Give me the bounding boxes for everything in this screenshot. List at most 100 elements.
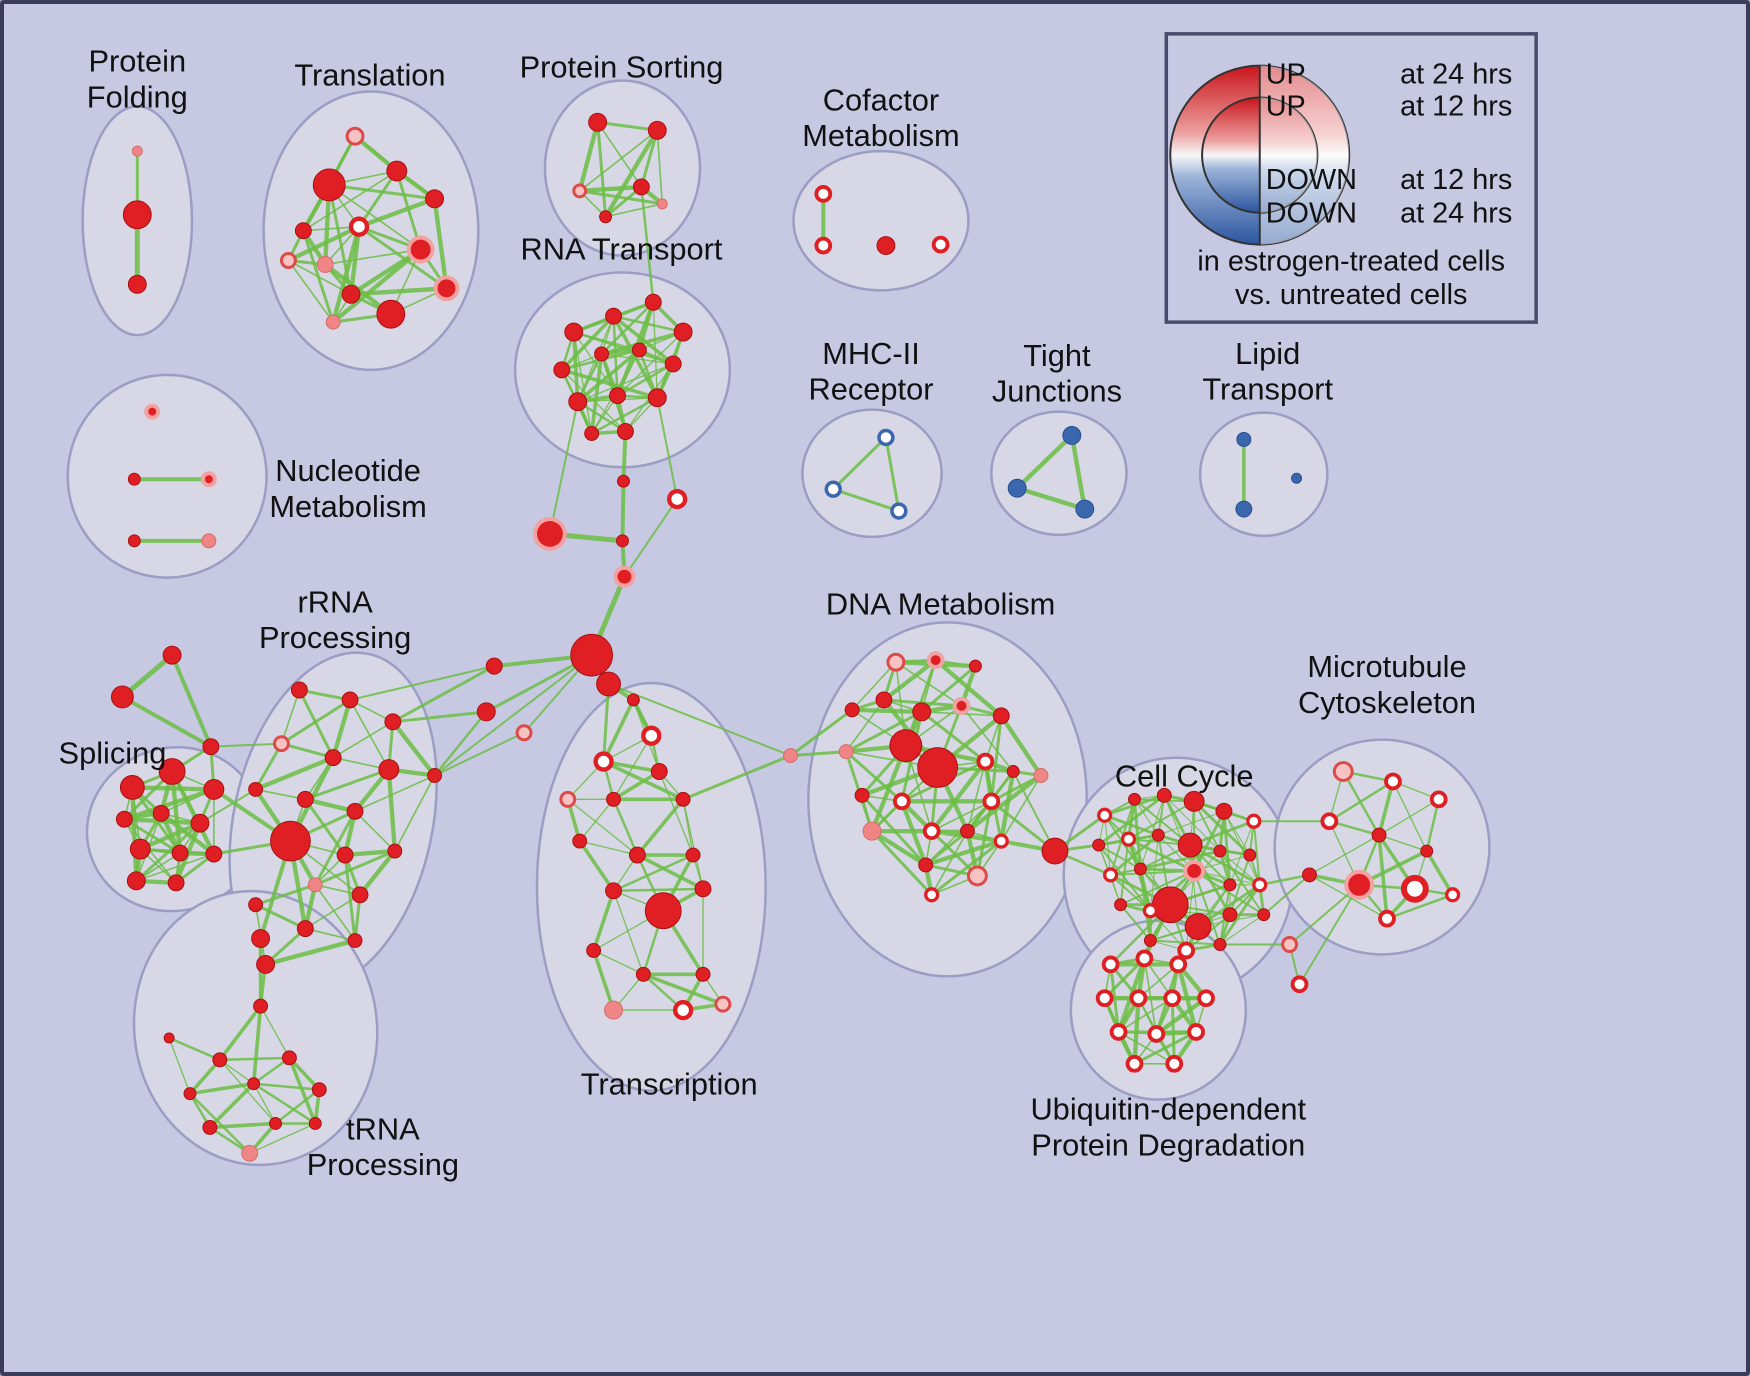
gene-node-r — [427, 768, 443, 783]
cluster-rna-transport-label: RNA Transport — [520, 232, 722, 267]
network-edge — [1097, 793, 1166, 847]
cluster-dna-metabolism-label: DNA Metabolism — [826, 586, 1055, 621]
network-edge — [591, 889, 616, 953]
gene-node-rr — [667, 488, 688, 510]
gene-node-r — [875, 691, 893, 709]
gene-node-r — [163, 1032, 175, 1044]
gene-node-r — [1222, 907, 1238, 923]
network-edge — [849, 707, 924, 715]
gene-node-r — [1213, 938, 1227, 951]
network-edge — [208, 1081, 256, 1130]
gene-node-r — [248, 897, 264, 913]
network-edge — [681, 754, 792, 801]
gene-node-r — [968, 659, 982, 673]
network-edge — [612, 887, 705, 893]
legend-direction-2: DOWN — [1266, 164, 1357, 196]
network-edge — [120, 694, 213, 749]
network-edge — [331, 247, 423, 325]
gene-node-p — [307, 877, 323, 893]
network-edge — [254, 742, 283, 791]
gene-node-b — [1062, 426, 1082, 445]
nodes-layer — [110, 112, 1461, 1162]
network-edge — [328, 184, 422, 251]
gene-node-r — [212, 1052, 228, 1068]
network-edge — [1288, 883, 1361, 946]
cluster-microtubule-cytoskeleton-label: Microtubule — [1307, 649, 1466, 684]
network-edge — [639, 128, 659, 189]
network-edge — [135, 853, 215, 882]
gene-node-r — [647, 120, 667, 140]
cluster-microtubule-cytoskeleton-label: Cytoskeleton — [1298, 685, 1476, 720]
gene-node-r — [202, 1119, 218, 1135]
gene-node-rr — [1095, 989, 1114, 1008]
gene-node-rp — [926, 651, 945, 670]
gene-node-r — [617, 474, 630, 488]
network-edge — [251, 1004, 263, 1086]
network-edge — [1127, 800, 1196, 841]
network-edge — [1139, 849, 1222, 871]
network-edge — [1222, 809, 1232, 887]
gene-node-r — [110, 685, 134, 709]
network-edge — [1328, 780, 1395, 823]
gene-node-r — [889, 729, 923, 763]
gene-node-r — [251, 929, 271, 948]
cluster-tight-junctions-ellipse — [990, 410, 1128, 537]
gene-node-rr — [1252, 877, 1268, 893]
network-edge — [845, 699, 885, 753]
gene-node-pr — [279, 252, 297, 269]
network-edge — [343, 853, 357, 943]
gene-node-r — [119, 774, 145, 800]
gene-node-r — [664, 355, 682, 373]
gene-node-rr — [1147, 1025, 1166, 1043]
gene-node-rr — [641, 725, 662, 746]
network-edge — [607, 683, 792, 757]
gene-node-r — [256, 954, 276, 974]
network-edge — [433, 654, 593, 777]
gene-node-r — [586, 943, 602, 958]
gene-node-b — [1291, 472, 1303, 484]
gene-node-r — [1223, 878, 1237, 892]
network-edge — [966, 760, 987, 832]
network-edge — [1193, 869, 1221, 946]
network-edge — [601, 698, 636, 764]
gene-node-r — [376, 299, 406, 329]
network-edge — [682, 798, 704, 890]
network-edge — [577, 363, 674, 403]
gene-node-r — [129, 838, 151, 860]
network-edge — [432, 196, 449, 291]
gene-node-r — [912, 702, 932, 722]
network-edge — [1133, 798, 1159, 836]
network-edge — [198, 788, 257, 825]
gene-node-pr — [886, 652, 906, 672]
network-edge — [304, 927, 356, 942]
network-edge — [303, 797, 358, 814]
gene-node-r — [384, 713, 402, 731]
network-edge — [302, 170, 398, 232]
gene-node-r — [960, 823, 975, 839]
gene-node-pr — [714, 995, 732, 1013]
gene-node-r — [324, 749, 342, 767]
network-edge — [567, 798, 639, 856]
network-edge — [1097, 844, 1142, 870]
network-edge — [349, 699, 390, 771]
gene-node-r — [854, 787, 870, 803]
network-edge — [635, 853, 705, 891]
gene-node-r — [346, 802, 364, 820]
gene-node-rp — [144, 403, 161, 420]
gene-node-rp — [406, 235, 435, 264]
network-edge — [960, 705, 1015, 773]
network-edge — [348, 286, 449, 297]
gene-node-pr — [273, 735, 290, 753]
gene-node-r — [296, 790, 314, 808]
gene-node-r — [594, 346, 610, 362]
cluster-cofactor-metabolism-label: Cofactor — [823, 82, 939, 117]
network-edge — [789, 708, 854, 758]
network-edge — [433, 710, 488, 777]
gene-node-r — [1183, 790, 1205, 812]
gene-node-rr — [593, 751, 614, 772]
gene-node-r — [992, 707, 1010, 725]
network-edge — [313, 809, 357, 887]
gene-node-r — [695, 966, 711, 982]
gene-node-br — [824, 480, 842, 498]
gene-node-r — [127, 274, 147, 294]
